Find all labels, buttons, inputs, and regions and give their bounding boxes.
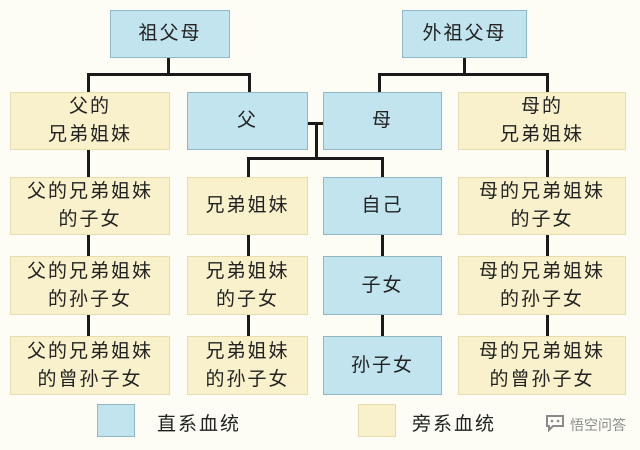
node-father-label: 父 [236, 109, 258, 132]
node-maternal-grandparents-label: 外祖父母 [422, 22, 507, 45]
node-mother-siblings-children-label: 母的兄弟姐妹 的子女 [478, 180, 605, 230]
node-grandchildren: 孙子女 [323, 336, 442, 395]
node-grandparents-label: 祖父母 [138, 22, 202, 45]
node-grandparents: 祖父母 [110, 10, 230, 58]
speech-bubble-icon [545, 414, 565, 436]
line-left-col-1 [87, 150, 90, 177]
line-to-father [248, 73, 251, 92]
line-maternal-stem [463, 58, 466, 74]
watermark: 悟空问答 [545, 414, 626, 436]
line-sib-col-2 [247, 315, 250, 336]
node-grandchildren-label: 孙子女 [350, 353, 414, 376]
node-mother-siblings-children: 母的兄弟姐妹 的子女 [458, 177, 626, 235]
node-father-siblings-children: 父的兄弟姐妹 的子女 [10, 177, 170, 235]
line-maternal-bar [378, 73, 549, 76]
line-grandparents-stem [167, 58, 170, 74]
line-left-col-2 [87, 235, 90, 256]
line-sib-col-1 [247, 235, 250, 256]
node-mother-label: 母 [371, 109, 393, 132]
node-siblings-children: 兄弟姐妹 的子女 [187, 256, 308, 315]
line-grandparents-bar [87, 73, 251, 76]
node-maternal-grandparents: 外祖父母 [402, 10, 527, 58]
node-siblings: 兄弟姐妹 [187, 177, 308, 235]
line-family-stem [315, 122, 318, 159]
line-family-bar [247, 157, 384, 160]
node-children-label: 子女 [361, 273, 404, 296]
node-mother-siblings-great-grandchildren-label: 母的兄弟姐妹 的曾孙子女 [478, 339, 605, 390]
node-mother-siblings: 母的 兄弟姐妹 [458, 92, 626, 150]
node-mother-siblings-great-grandchildren: 母的兄弟姐妹 的曾孙子女 [458, 336, 626, 395]
line-to-mother [378, 73, 381, 92]
line-right-col-1 [546, 150, 549, 177]
node-mother-siblings-grandchildren-label: 母的兄弟姐妹 的孙子女 [478, 259, 605, 310]
legend-collateral-label: 旁系血统 [412, 413, 497, 435]
legend-collateral-swatch [358, 404, 396, 437]
line-to-siblings [247, 157, 250, 177]
line-to-self [381, 157, 384, 177]
line-self-col-1 [381, 235, 384, 256]
node-children: 子女 [323, 256, 442, 315]
line-to-father-siblings [87, 73, 90, 92]
node-siblings-grandchildren-label: 兄弟姐妹 的孙子女 [205, 339, 290, 390]
node-self-label: 自己 [361, 194, 404, 217]
node-father-siblings: 父的 兄弟姐妹 [10, 92, 170, 150]
node-father-siblings-great-grandchildren: 父的兄弟姐妹 的曾孙子女 [10, 336, 170, 395]
node-siblings-children-label: 兄弟姐妹 的子女 [205, 259, 290, 310]
watermark-text: 悟空问答 [570, 418, 626, 434]
node-father-siblings-grandchildren: 父的兄弟姐妹 的孙子女 [10, 256, 170, 315]
legend-direct-label: 直系血统 [157, 413, 242, 435]
legend-direct-swatch [97, 404, 135, 437]
line-self-col-2 [381, 315, 384, 336]
node-siblings-label: 兄弟姐妹 [205, 194, 290, 217]
line-to-mother-siblings [546, 73, 549, 92]
node-father: 父 [187, 92, 308, 150]
node-father-siblings-children-label: 父的兄弟姐妹 的子女 [26, 180, 153, 230]
line-left-col-3 [87, 315, 90, 336]
node-father-siblings-label: 父的 兄弟姐妹 [47, 95, 132, 145]
node-self: 自己 [323, 177, 442, 235]
line-right-col-3 [546, 315, 549, 336]
node-father-siblings-grandchildren-label: 父的兄弟姐妹 的孙子女 [26, 259, 153, 310]
node-mother-siblings-label: 母的 兄弟姐妹 [499, 95, 584, 145]
node-siblings-grandchildren: 兄弟姐妹 的孙子女 [187, 336, 308, 395]
line-right-col-2 [546, 235, 549, 256]
node-father-siblings-great-grandchildren-label: 父的兄弟姐妹 的曾孙子女 [26, 339, 153, 390]
node-mother: 母 [323, 92, 442, 150]
node-mother-siblings-grandchildren: 母的兄弟姐妹 的孙子女 [458, 256, 626, 315]
